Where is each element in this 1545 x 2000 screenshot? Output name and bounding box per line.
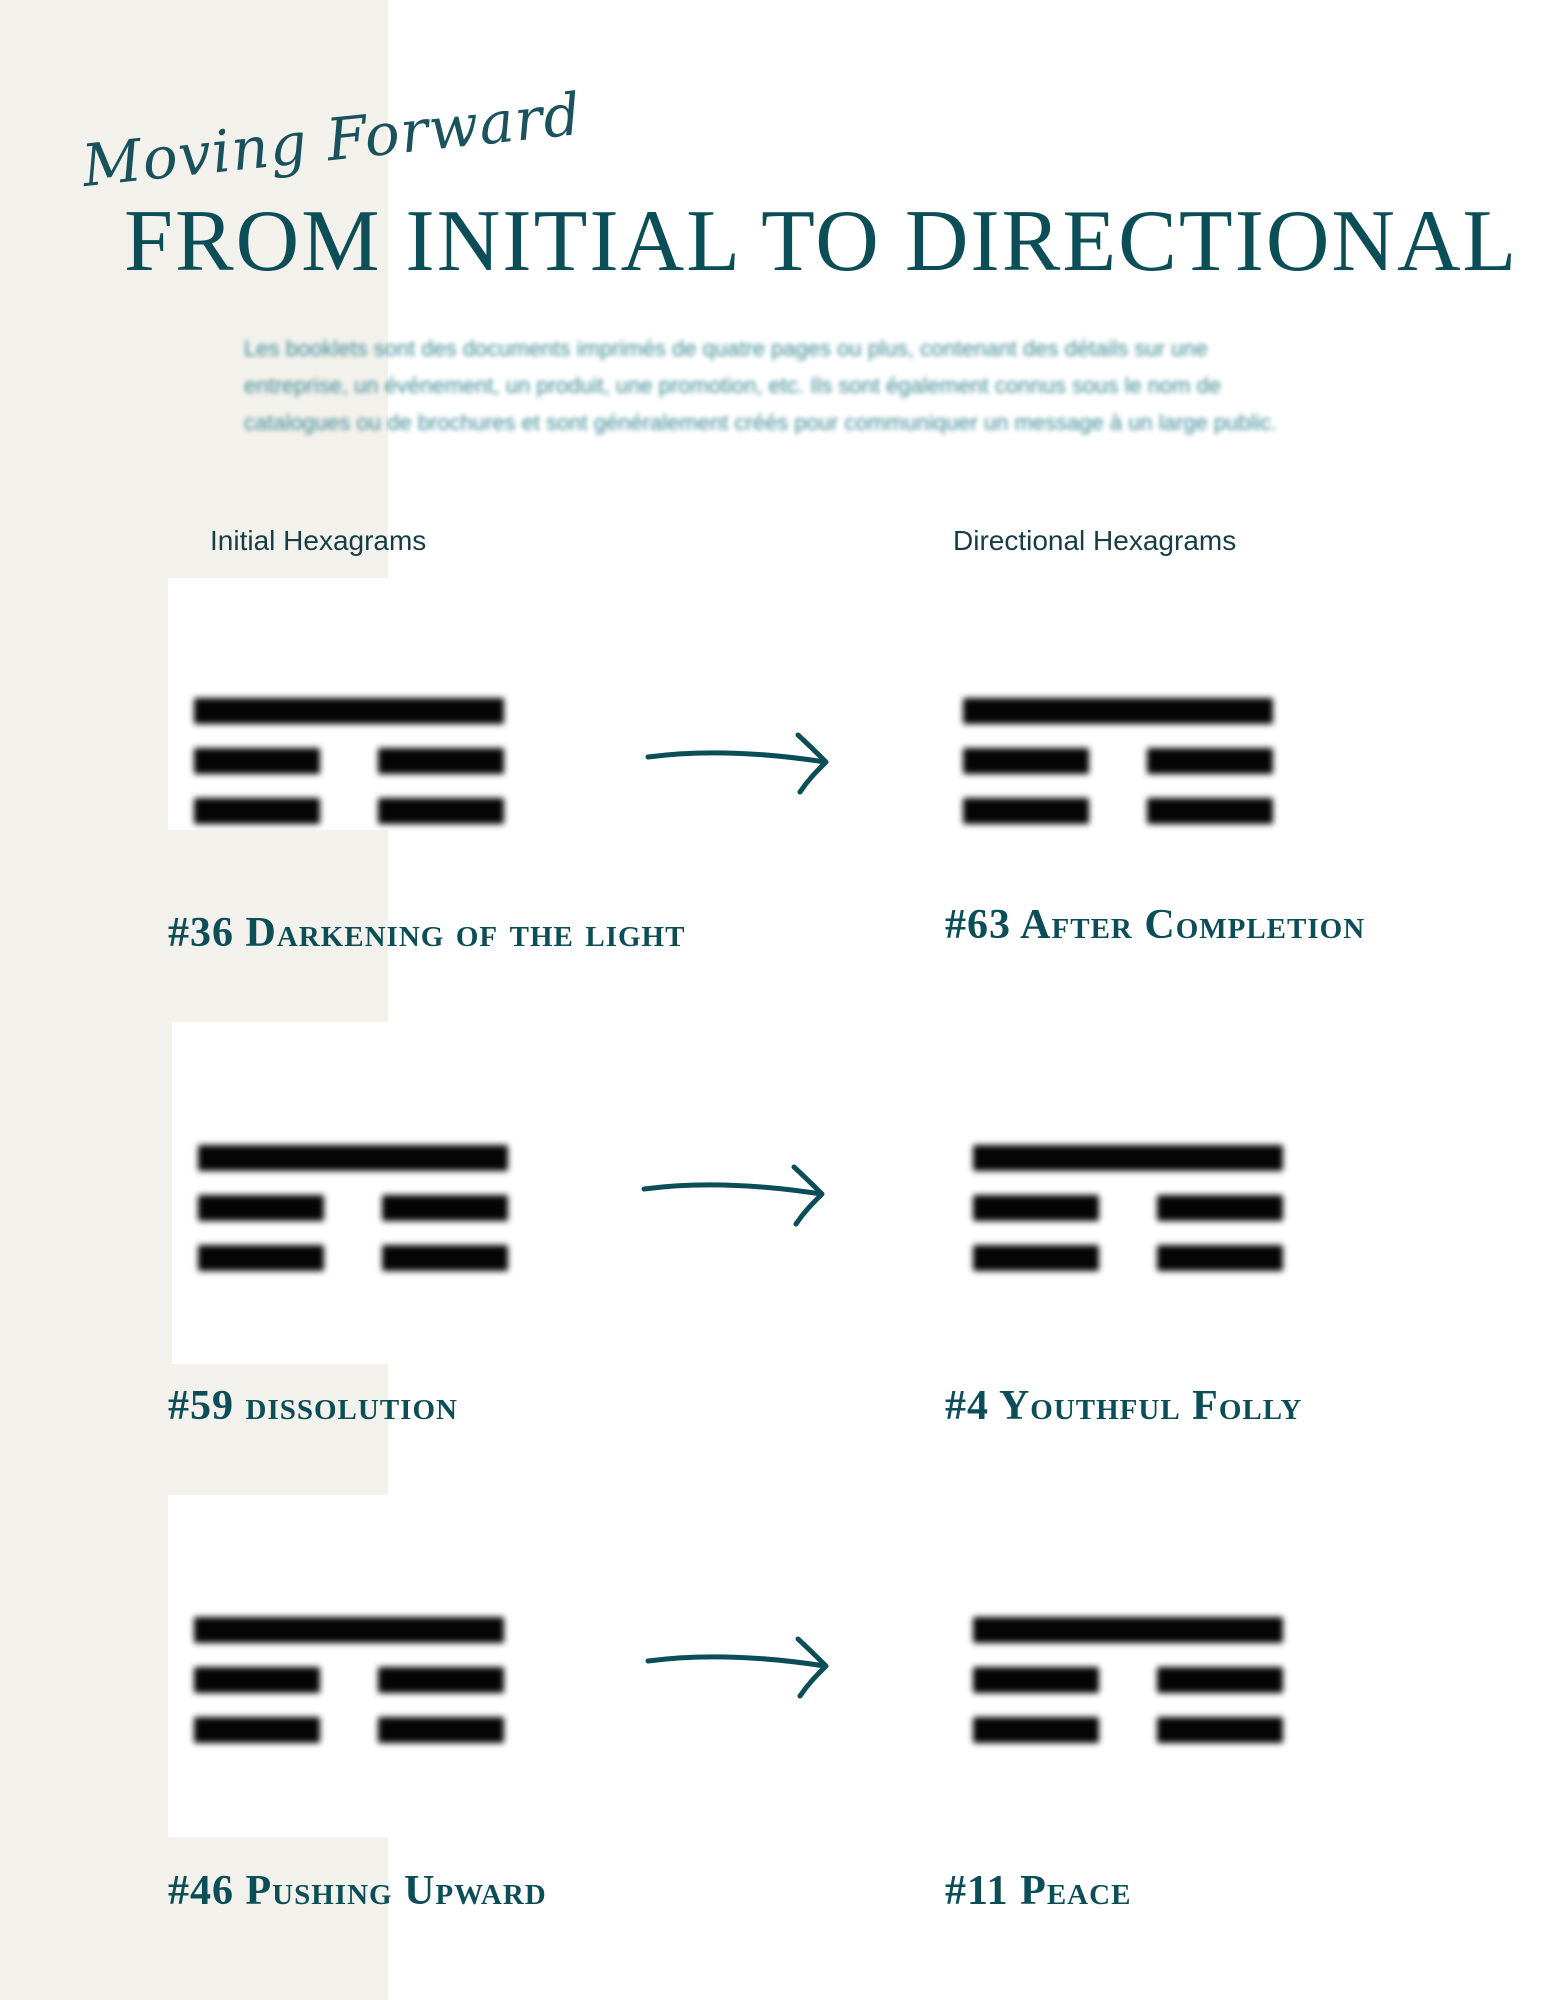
hexagram-line-yin	[973, 1245, 1283, 1271]
hexagram-line-yin	[198, 1245, 508, 1271]
hexagram-line-yin	[194, 1667, 504, 1693]
hexagram-segment	[382, 1195, 508, 1221]
hexagram-line-yang	[963, 698, 1273, 724]
hexagram-segment	[963, 698, 1273, 724]
hexagram-segment	[963, 798, 1089, 824]
hexagram-line-yin	[194, 1717, 504, 1743]
hexagram-segment	[973, 1667, 1099, 1693]
hexagram-segment	[963, 748, 1089, 774]
initial-hexagram-1	[194, 698, 504, 828]
hexagram-line-yin	[973, 1195, 1283, 1221]
hexagram-segment	[378, 1667, 504, 1693]
hexagram-segment	[194, 1667, 320, 1693]
right-arrow-icon	[645, 732, 829, 795]
initial-hexagrams-label: Initial Hexagrams	[210, 525, 427, 556]
hexagram-segment	[198, 1195, 324, 1221]
hexagram-line-yang	[198, 1145, 508, 1171]
hexagram-line-yin	[973, 1667, 1283, 1693]
hexagram-segment	[973, 1617, 1283, 1643]
hexagram-line-yin	[194, 798, 504, 824]
hexagram-segment	[194, 748, 320, 774]
hexagram-line-yang	[973, 1145, 1283, 1171]
initial-hexagram-name-3: #46 Pushing Upward	[168, 1868, 547, 1914]
hexagram-segment	[1147, 798, 1273, 824]
hexagram-line-yang	[194, 1617, 504, 1643]
hexagram-panel-2	[172, 1022, 408, 1364]
hexagram-segment	[1157, 1245, 1283, 1271]
directional-hexagram-name-3: #11 Peace	[945, 1868, 1132, 1914]
directional-hexagram-name-1: #63 After Completion	[945, 902, 1366, 948]
hexagram-segment	[378, 1717, 504, 1743]
hexagram-segment	[382, 1245, 508, 1271]
hexagram-line-yin	[198, 1195, 508, 1221]
initial-hexagram-3	[194, 1617, 504, 1747]
hexagram-line-yin	[963, 798, 1273, 824]
hexagram-segment	[1157, 1717, 1283, 1743]
hexagram-segment	[194, 798, 320, 824]
hexagram-line-yang	[973, 1617, 1283, 1643]
initial-hexagram-name-2: #59 dissolution	[168, 1383, 458, 1429]
directional-hexagram-1	[963, 698, 1273, 828]
hexagram-line-yin	[194, 748, 504, 774]
hexagram-segment	[194, 1717, 320, 1743]
hexagram-segment	[198, 1245, 324, 1271]
initial-hexagram-name-1: #36 Darkening of the light	[168, 910, 686, 956]
page-title: FROM INITIAL TO DIRECTIONAL	[124, 193, 1519, 290]
hexagram-segment	[973, 1195, 1099, 1221]
hexagram-segment	[1147, 748, 1273, 774]
hexagram-line-yin	[973, 1717, 1283, 1743]
hexagram-line-yang	[194, 698, 504, 724]
directional-hexagram-3	[973, 1617, 1283, 1747]
directional-hexagram-2	[973, 1145, 1283, 1275]
initial-hexagram-2	[198, 1145, 508, 1275]
hexagram-segment	[1157, 1667, 1283, 1693]
hexagram-segment	[194, 1617, 504, 1643]
hexagram-panel-3	[168, 1495, 404, 1837]
hexagram-segment	[378, 748, 504, 774]
right-arrow-icon	[645, 1636, 829, 1699]
directional-hexagrams-label: Directional Hexagrams	[953, 525, 1237, 556]
hexagram-segment	[973, 1717, 1099, 1743]
hexagram-segment	[198, 1145, 508, 1171]
right-arrow-icon	[641, 1164, 825, 1227]
hexagram-line-yin	[963, 748, 1273, 774]
directional-hexagram-name-2: #4 Youthful Folly	[945, 1383, 1303, 1429]
hexagram-segment	[378, 798, 504, 824]
hexagram-segment	[194, 698, 504, 724]
hexagram-segment	[973, 1245, 1099, 1271]
hexagram-segment	[1157, 1195, 1283, 1221]
intro-paragraph: Les booklets sont des documents imprimés…	[244, 336, 1278, 435]
hexagram-segment	[973, 1145, 1283, 1171]
